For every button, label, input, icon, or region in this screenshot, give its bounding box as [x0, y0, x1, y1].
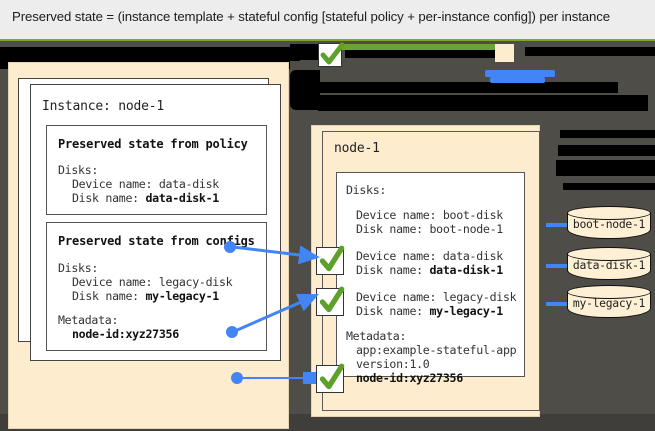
policy-disk-name-value: data-disk-1 [145, 191, 219, 205]
node-details-box [336, 172, 525, 377]
cylinder-connector-1 [546, 264, 568, 268]
configs-device-name: Device name: legacy-disk [72, 275, 233, 289]
policy-device-name: Device name: data-disk [72, 177, 219, 191]
redaction-bar [318, 95, 648, 111]
node-disk-2-name-value: my-legacy-1 [429, 304, 503, 318]
check-icon-data-disk [316, 245, 345, 275]
node-disk-2-name: Disk name: my-legacy-1 [356, 304, 503, 318]
node-metadata-2: node-id:xyz27356 [356, 371, 463, 385]
node-metadata-0: app:example-stateful-app [356, 343, 517, 357]
blue-scribble-annotation [485, 70, 555, 77]
policy-box-title: Preserved state from policy [58, 137, 248, 151]
cylinder-top [567, 247, 651, 261]
blue-scribble-annotation [490, 77, 545, 83]
node-disk-1-device: Device name: data-disk [356, 249, 503, 263]
disk-cylinder-boot: boot-node-1 [567, 206, 651, 243]
configs-disk-name: Disk name: my-legacy-1 [72, 289, 219, 303]
node-metadata-label: Metadata: [346, 329, 407, 343]
green-scribble-annotation [333, 44, 503, 50]
node-disk-0-name-value: boot-node-1 [429, 222, 503, 236]
node-label: node-1 [334, 141, 380, 156]
check-icon-legacy-disk [316, 286, 345, 316]
redaction-bar [290, 44, 320, 60]
check-icon-node-id [316, 363, 345, 393]
node-disks-label: Disks: [346, 183, 387, 197]
configs-metadata-value: node-id:xyz27356 [72, 327, 179, 341]
redaction-bar [556, 160, 655, 176]
check-icon-top [318, 42, 345, 67]
configs-box-title: Preserved state from configs [58, 234, 255, 248]
cream-chip [495, 44, 514, 62]
policy-disk-name: Disk name: data-disk-1 [72, 191, 219, 205]
green-divider-rule [0, 39, 655, 41]
instance-label: Instance: node-1 [42, 99, 165, 114]
cylinder-top [567, 285, 651, 299]
preserved-state-policy-box [46, 125, 267, 215]
node-disk-2-device: Device name: legacy-disk [356, 290, 517, 304]
check-icon [320, 42, 345, 65]
policy-disk-name-prefix: Disk name: [72, 191, 146, 205]
disk-cylinder-legacy: my-legacy-1 [567, 285, 651, 322]
redaction-bar [558, 145, 655, 156]
node-disk-1-name: Disk name: data-disk-1 [356, 263, 503, 277]
cylinder-label: my-legacy-1 [572, 296, 646, 310]
node-disk-2-name-prefix: Disk name: [356, 304, 430, 318]
check-icon [319, 245, 345, 272]
redaction-bar [0, 47, 300, 61]
cylinder-top [567, 206, 651, 220]
node-disk-1-name-prefix: Disk name: [356, 263, 430, 277]
redaction-bar [525, 47, 655, 56]
configs-disk-name-prefix: Disk name: [72, 289, 146, 303]
node-disk-0-device: Device name: boot-disk [356, 208, 503, 222]
policy-disks-label: Disks: [58, 163, 99, 177]
cylinder-connector-2 [546, 302, 568, 306]
disk-cylinder-data: data-disk-1 [567, 247, 651, 284]
configs-metadata-label: Metadata: [58, 313, 119, 327]
redaction-bar [0, 47, 12, 61]
check-icon [319, 363, 345, 390]
redaction-bar [560, 130, 655, 138]
cylinder-label: boot-node-1 [572, 217, 646, 231]
redaction-bar [318, 82, 618, 93]
node-disk-0-name: Disk name: boot-node-1 [356, 222, 503, 236]
cylinder-connector-0 [546, 223, 568, 227]
caption-bar: Preserved state = (instance template + s… [0, 0, 655, 40]
node-disk-1-name-value: data-disk-1 [429, 263, 503, 277]
configs-disks-label: Disks: [58, 261, 99, 275]
check-icon [319, 286, 345, 313]
cylinder-label: data-disk-1 [572, 258, 646, 272]
node-disk-0-name-prefix: Disk name: [356, 222, 430, 236]
caption-text: Preserved state = (instance template + s… [12, 9, 610, 24]
node-metadata-1: version:1.0 [356, 357, 430, 371]
redaction-bar [563, 183, 655, 190]
redaction-bar [290, 70, 320, 110]
configs-disk-name-value: my-legacy-1 [145, 289, 219, 303]
